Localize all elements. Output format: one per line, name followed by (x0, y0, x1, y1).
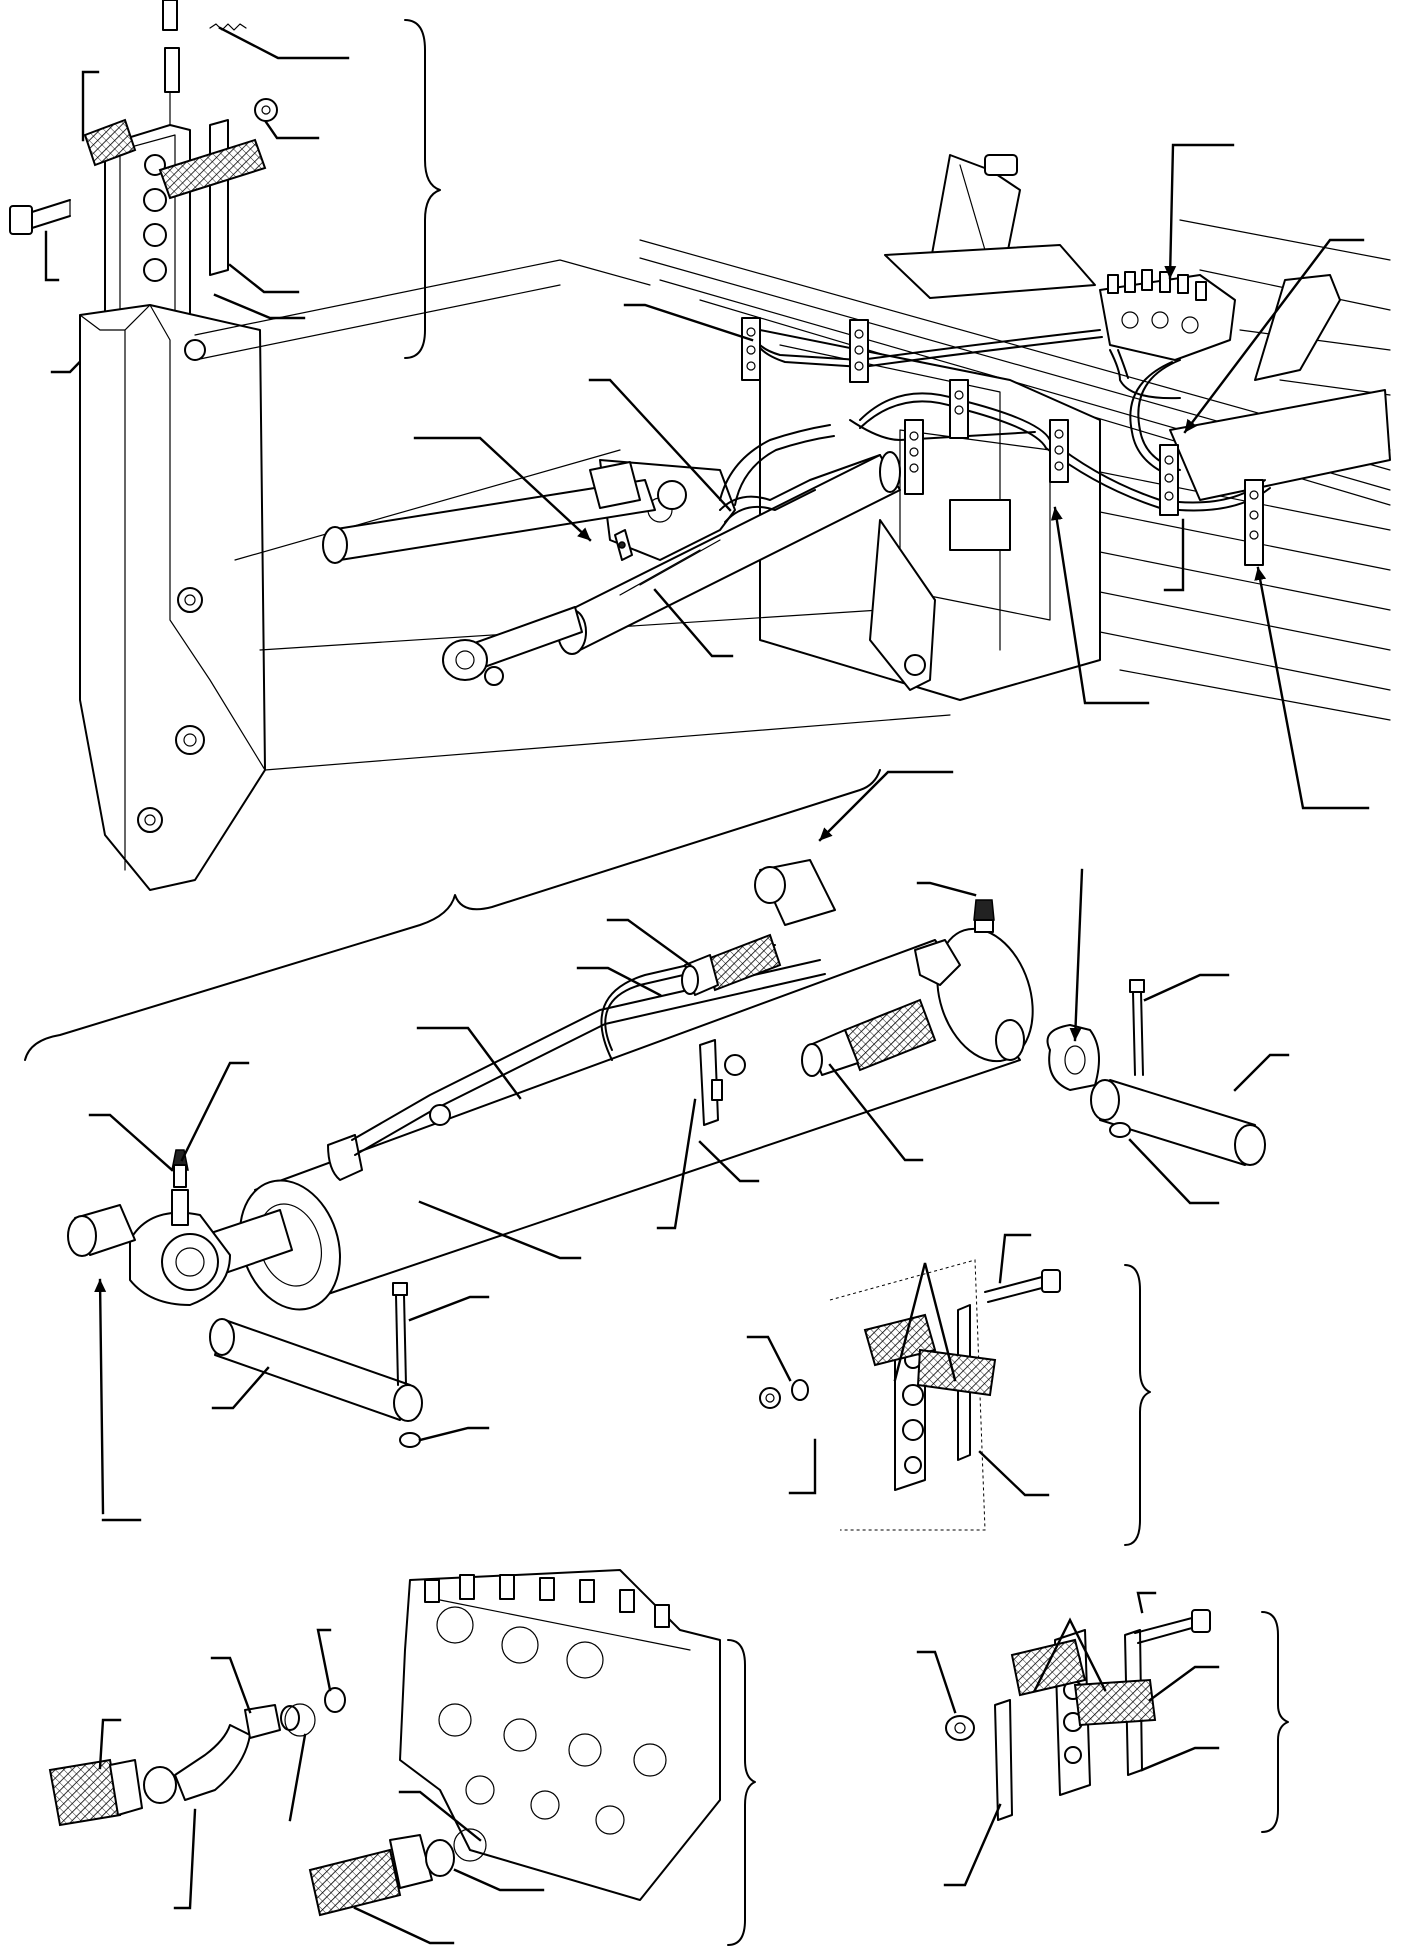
loader-boom (79, 304, 951, 891)
hose-clamp-c (949, 379, 969, 439)
clamp-detail-middle-right (746, 1233, 1151, 1546)
group-brace-middle (24, 769, 881, 1061)
hose-clamp-f (1159, 444, 1179, 516)
valve-fittings-detail (48, 1569, 756, 1946)
hose-clamp-a (741, 317, 761, 381)
machine-overview (79, 143, 1391, 891)
hose-clamp-g (1244, 479, 1264, 566)
hose-clamp-e (1049, 419, 1069, 483)
control-valve-bank (1099, 269, 1236, 361)
hose-clamp-d (904, 419, 924, 495)
clamp-detail-bottom-right (916, 1591, 1289, 1887)
clamp-detail-top-left (9, 0, 441, 382)
boom-cylinder-installed (442, 451, 901, 686)
hose-clamp-b (849, 319, 869, 383)
exploded-cylinder-assembly (67, 770, 1290, 1522)
